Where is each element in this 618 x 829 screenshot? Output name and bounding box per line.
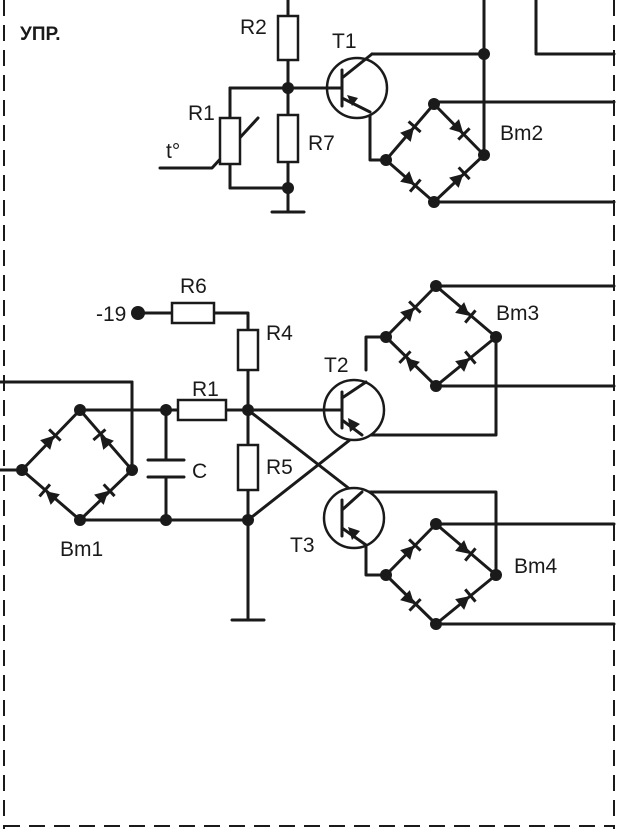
resistor-r2: [276, 14, 300, 62]
r1-bottom-label: R1: [192, 378, 219, 401]
bm2-label: Bm2: [500, 122, 543, 145]
r6-label: R6: [180, 275, 207, 298]
bridge-bm4: [397, 537, 478, 613]
bridge-bm1: [37, 427, 117, 508]
r1-top-label: R1: [188, 102, 215, 125]
r5-label: R5: [266, 456, 293, 479]
top-wires: [158, 0, 616, 214]
thermistor-r1: [218, 116, 242, 166]
resistor-r5: [236, 443, 260, 492]
transistor-t1: [323, 52, 389, 120]
resistor-r1: [176, 398, 228, 422]
bridge-bm2: [397, 116, 472, 194]
c-label: C: [192, 460, 207, 483]
bm4-label: Bm4: [514, 555, 558, 578]
resistor-r7: [276, 113, 300, 164]
resistor-r6: [170, 301, 216, 325]
transistor-t3: [322, 486, 386, 550]
r2-label: R2: [240, 16, 267, 39]
t1-label: T1: [332, 30, 357, 53]
thermo-label: t°: [166, 140, 180, 163]
bm1-label: Bm1: [60, 538, 103, 561]
transistor-t2: [322, 378, 386, 442]
control-block-frame: [3, 0, 615, 829]
t3-label: T3: [290, 534, 315, 557]
t2-label: T2: [324, 354, 349, 377]
bottom-junctions: [16, 280, 502, 630]
r7-label: R7: [308, 132, 335, 155]
bm3-label: Bm3: [496, 302, 539, 325]
r4-label: R4: [266, 322, 293, 345]
top-junctions: [282, 48, 490, 208]
block-label: УПР.: [20, 24, 61, 45]
supply-label: -19: [96, 303, 126, 326]
resistor-r4: [236, 328, 260, 372]
bridge-bm3: [397, 299, 478, 375]
